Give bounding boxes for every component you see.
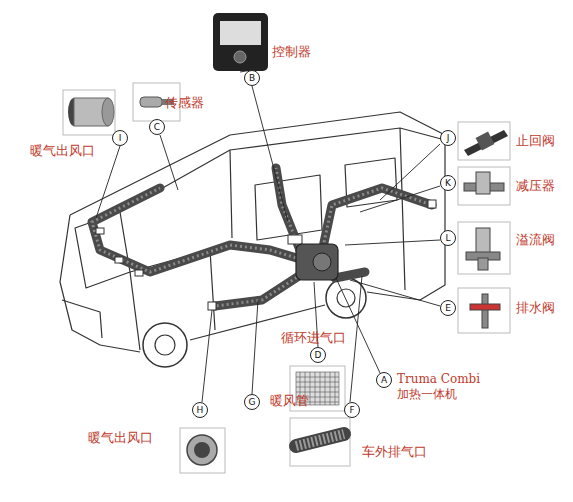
callout-letter: E	[441, 301, 455, 315]
callout-letter: I	[113, 131, 127, 145]
callout-letter: C	[150, 120, 164, 134]
callout-circle: C传感器	[149, 119, 165, 135]
callout-circle: H暖气出风口	[192, 402, 208, 418]
callout-letter: L	[441, 231, 455, 245]
part-label: 暖气出风口	[88, 430, 153, 446]
callout-circle: B控制器	[244, 70, 260, 86]
callout-circle: F车外排气口	[344, 402, 360, 418]
part-label: 暖风管	[270, 393, 309, 409]
callout-circle: I暖气出风口	[112, 130, 128, 146]
callout-circle: L溢流阀	[440, 230, 456, 246]
callout-letter: J	[441, 131, 455, 145]
callout-circle: D循环进气口	[310, 347, 326, 363]
callout-circle: E排水阀	[440, 300, 456, 316]
callout-circle: J止回阀	[440, 130, 456, 146]
part-label: 车外排气口	[362, 444, 427, 460]
part-label: Truma Combi 加热一体机	[397, 372, 483, 402]
part-label: 传感器	[165, 95, 204, 111]
part-label: 控制器	[272, 44, 311, 60]
callout-circle: G暖风管	[244, 394, 260, 410]
callout-letter: D	[311, 348, 325, 362]
callout-circle: K减压器	[440, 175, 456, 191]
part-label: 排水阀	[516, 300, 555, 316]
part-label: 溢流阀	[516, 232, 555, 248]
callout-letter: B	[245, 71, 259, 85]
callout-letter: K	[441, 176, 455, 190]
callout-letter: F	[345, 403, 359, 417]
part-label: 止回阀	[516, 133, 555, 149]
part-label: 循环进气口	[281, 330, 346, 346]
part-label: 暖气出风口	[30, 143, 95, 159]
callout-letter: A	[377, 373, 391, 387]
part-label: 减压器	[516, 178, 555, 194]
callout-circle: ATruma Combi 加热一体机	[376, 372, 392, 388]
callout-letter: G	[245, 395, 259, 409]
callout-letter: H	[193, 403, 207, 417]
